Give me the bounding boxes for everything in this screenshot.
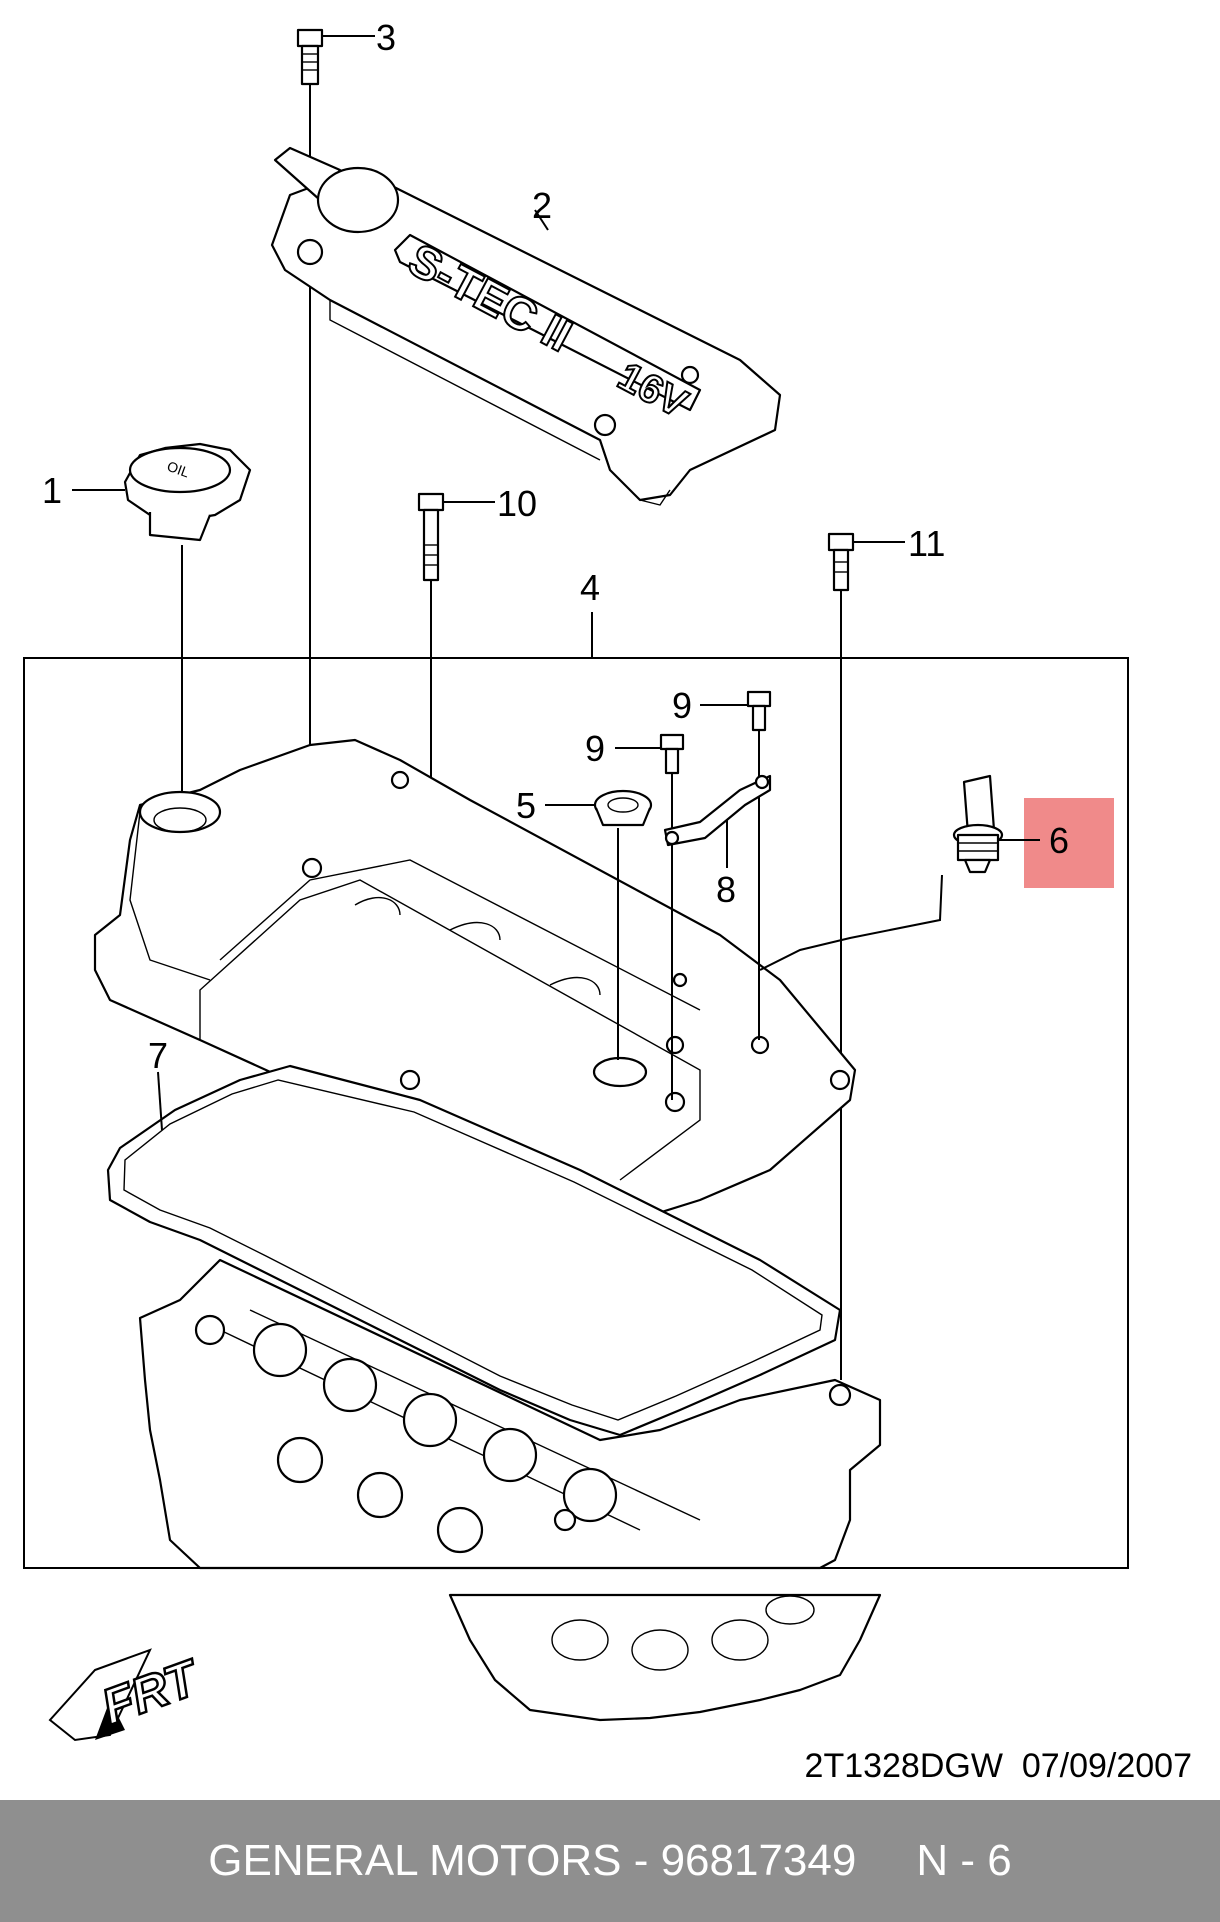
frt-direction-arrow <box>48 1648 152 1742</box>
part-5-grommet <box>593 789 653 827</box>
cylinder-head-continuation <box>448 1593 882 1722</box>
part-10-bolt <box>417 492 445 582</box>
callout-6: 6 <box>1049 820 1069 861</box>
footer-bar: GENERAL MOTORS - 96817349 N - 6 <box>0 1800 1220 1922</box>
footer-page-ref: N - 6 <box>916 1836 1012 1885</box>
leader-7 <box>157 1071 163 1131</box>
part-2-engine-cover: S-TEC II 16V <box>270 146 782 506</box>
cylinder-head <box>138 1258 882 1570</box>
frt-label: FRT <box>95 1648 209 1735</box>
callout-9-lower: 9 <box>585 728 605 769</box>
part-11-bolt <box>827 532 855 592</box>
part-9-bolt-upper <box>746 690 772 732</box>
guide-line-6 <box>759 874 943 971</box>
part-1-oil-filler-cap: OIL <box>123 442 252 542</box>
part-9-bolt-lower <box>659 733 685 775</box>
callout-3: 3 <box>376 17 396 58</box>
callout-7: 7 <box>148 1035 168 1076</box>
drawing-code: 2T1328DGW 07/09/2007 <box>805 1747 1192 1785</box>
leader-2 <box>534 209 549 231</box>
cap-oil-text: OIL <box>165 458 192 481</box>
exploded-parts-diagram: 3 S-TEC II 16V 2 OIL 1 10 <box>23 17 1192 1785</box>
part-7-gasket <box>106 1064 842 1437</box>
callout-4: 4 <box>580 567 600 608</box>
callout-2: 2 <box>532 185 552 226</box>
callout-9-upper: 9 <box>672 685 692 726</box>
part-3-bolt <box>296 28 324 86</box>
callout-11: 11 <box>908 523 945 564</box>
part-6-highlight-box <box>1024 798 1114 888</box>
callout-8: 8 <box>716 869 736 910</box>
callout-1: 1 <box>42 470 62 511</box>
footer-maker-part: GENERAL MOTORS - 96817349 <box>208 1836 857 1885</box>
callout-5: 5 <box>516 785 536 826</box>
part-8-bracket <box>663 774 772 847</box>
callout-10: 10 <box>497 483 537 524</box>
part-6-pcv-valve <box>952 774 1004 874</box>
